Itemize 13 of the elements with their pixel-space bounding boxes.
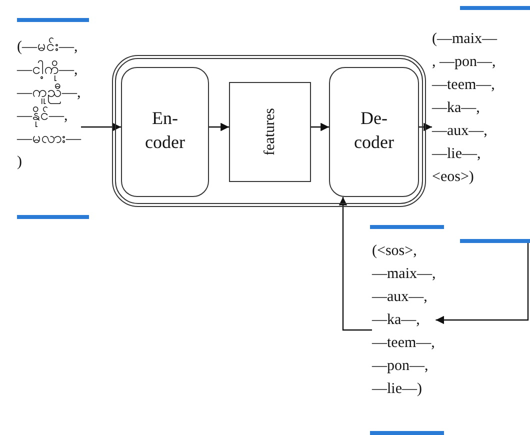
module-box: De- coder bbox=[329, 67, 419, 197]
token-list: (<sos>, —maix—, —aux—, —ka—, —teem—, —pon—, —lie—) bbox=[372, 240, 436, 401]
arrow bbox=[209, 122, 229, 132]
features-box: features bbox=[229, 82, 311, 182]
arrow bbox=[311, 122, 329, 132]
token-list: (—maix— , —pon—, —teem—, —ka—, —aux—, —lie—, <eos>) bbox=[432, 28, 502, 189]
arrow bbox=[81, 122, 121, 132]
model-frame bbox=[112, 55, 426, 207]
arrow bbox=[419, 122, 432, 132]
token-list: (—မင်း—, —ငါ့ကို—, —ကူညီ—, —နိုင်—, —မလား— ) bbox=[17, 36, 81, 174]
arrow bbox=[338, 197, 372, 331]
module-box: En- coder bbox=[121, 67, 209, 197]
arrow bbox=[436, 242, 529, 324]
